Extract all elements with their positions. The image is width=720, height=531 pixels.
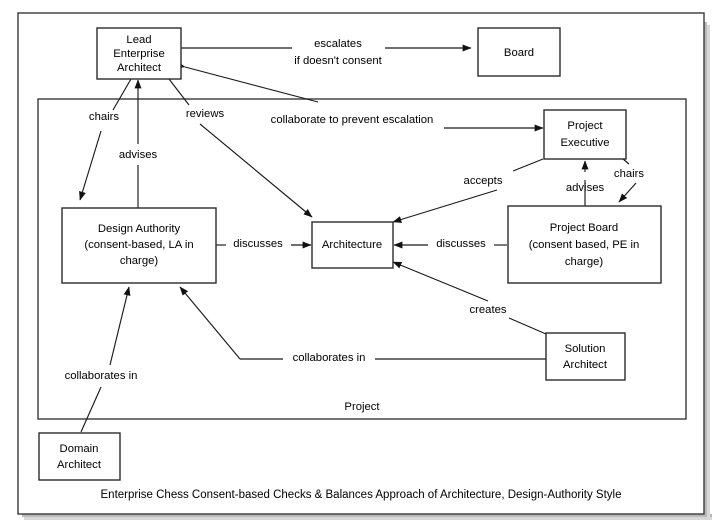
node-solution-architect[interactable]: Solution Architect [545,332,626,381]
domain-architect-line1: Domain [60,443,99,455]
node-project-board[interactable]: Project Board (consent based, PE in char… [507,205,662,284]
project-container [37,98,687,420]
domain-architect-box[interactable] [38,432,121,481]
edge-label-discusses-left: discusses [233,238,283,250]
edge-chairs-da-lower [79,130,102,201]
project-executive-line1: Project [567,120,603,132]
frame-shadow-bottom-2 [24,517,712,520]
edge-chairs-pb-upper [622,158,630,165]
project-board-line3: charge) [565,256,604,268]
edge-collab-domain-lower [80,386,102,433]
edge-creates-lower [508,317,547,335]
lead-enterprise-architect-box[interactable] [96,27,182,80]
project-container-label: Project [344,401,380,413]
edge-reviews-upper [168,78,190,106]
design-authority-line3: charge) [120,255,159,267]
edge-label-advises-la: advises [119,149,158,161]
node-project-executive[interactable]: Project Executive [543,109,627,160]
design-authority-line2: (consent-based, LA in [84,239,193,251]
lead-enterprise-architect-line3: Architect [117,62,162,74]
outer-frame [17,12,705,515]
lead-enterprise-architect-line1: Lead [126,34,151,46]
node-lead-enterprise-architect[interactable]: Lead Enterprise Architect [96,27,182,80]
frame-shadow-right [704,22,707,517]
node-domain-architect[interactable]: Domain Architect [38,432,121,481]
solution-architect-line1: Solution [565,343,606,355]
edge-accepts-upper [512,158,544,172]
node-design-authority[interactable]: Design Authority (consent-based, LA in c… [61,207,217,284]
edge-label-escalates-line2: if doesn't consent [294,55,382,67]
edge-label-discusses-right: discusses [436,238,486,250]
project-executive-box[interactable] [543,109,627,160]
edge-collab-solution-diagonal [179,286,241,360]
frame-shadow-bottom [22,514,712,517]
edge-label-advises-pe: advises [566,182,605,194]
edge-label-chairs-da: chairs [89,111,119,123]
edge-label-escalates-line1: escalates [314,38,362,50]
board-line1: Board [504,47,534,59]
project-executive-line2: Executive [561,137,610,149]
node-architecture[interactable]: Architecture [311,221,394,269]
edge-creates-upper [392,261,489,302]
edge-label-chairs-pb: chairs [614,168,644,180]
domain-architect-line2: Architect [57,459,102,471]
project-board-line1: Project Board [550,222,618,234]
diagram-caption: Enterprise Chess Consent-based Checks & … [101,489,622,501]
board-box[interactable] [477,27,561,77]
edge-reviews-lower [199,123,313,218]
design-authority-line1: Design Authority [98,223,181,235]
solution-architect-box[interactable] [545,332,626,381]
frame-shadow-right-2 [707,25,710,518]
edge-accepts-lower [392,189,498,223]
edge-chairs-da-upper [112,78,132,111]
edge-label-collaborates-in-domain: collaborates in [65,370,138,382]
edge-label-reviews: reviews [186,108,225,120]
project-board-box[interactable] [507,205,662,284]
edge-label-accepts: accepts [464,175,503,187]
lead-enterprise-architect-line2: Enterprise [113,48,165,60]
architecture-box[interactable] [311,221,394,269]
edge-label-collaborates-in-solution: collaborates in [293,352,366,364]
edge-collab-domain-upper [109,286,131,366]
project-board-line2: (consent based, PE in [529,239,640,251]
edge-label-creates: creates [469,304,506,316]
node-board[interactable]: Board [477,27,561,77]
solution-architect-line2: Architect [563,359,608,371]
architecture-line1: Architecture [322,239,382,251]
design-authority-box[interactable] [61,207,217,284]
edge-collaborate-left-arrow [175,61,319,103]
edge-chairs-pb-lower [618,182,637,203]
edge-label-collaborate-prevent: collaborate to prevent escalation [271,114,434,126]
